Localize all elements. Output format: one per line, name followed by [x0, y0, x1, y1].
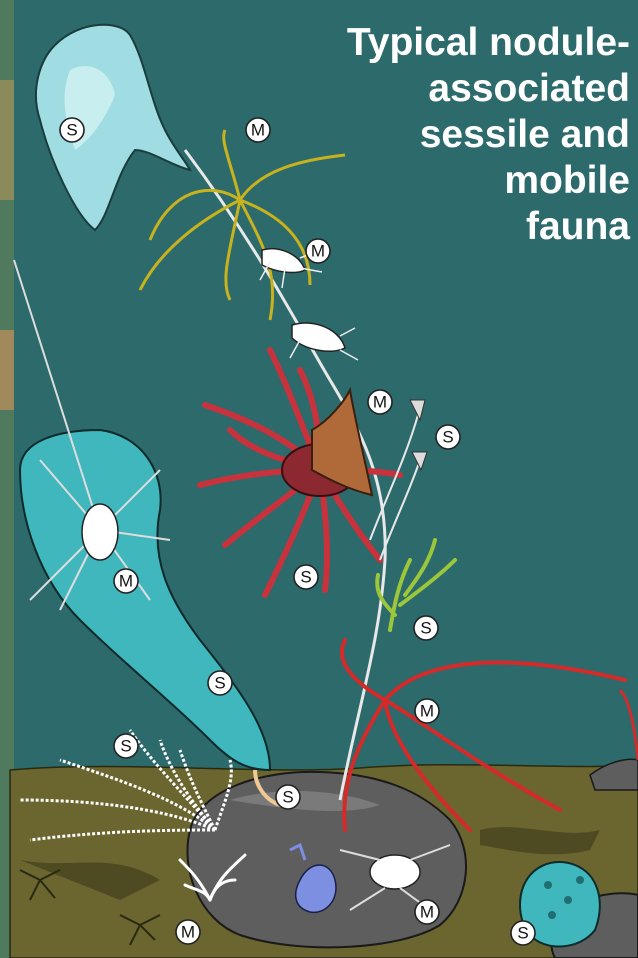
- marker-mobile: M: [176, 920, 200, 944]
- marker-mobile: M: [246, 118, 270, 142]
- title-line: associated: [310, 66, 630, 112]
- marker-mobile: M: [114, 569, 138, 593]
- marker-sessile: S: [511, 921, 535, 945]
- svg-text:S: S: [442, 428, 453, 447]
- marker-sessile: S: [294, 565, 318, 589]
- title-line: mobile: [310, 158, 630, 204]
- marker-sessile: S: [114, 734, 138, 758]
- svg-text:M: M: [251, 121, 265, 140]
- svg-text:M: M: [420, 903, 434, 922]
- svg-text:M: M: [181, 923, 195, 942]
- title-line: sessile and: [310, 112, 630, 158]
- svg-text:S: S: [66, 121, 77, 140]
- title-line: fauna: [310, 204, 630, 250]
- svg-text:M: M: [420, 702, 434, 721]
- svg-text:S: S: [300, 568, 311, 587]
- marker-mobile: M: [368, 390, 392, 414]
- svg-text:S: S: [120, 737, 131, 756]
- marker-sessile: S: [60, 118, 84, 142]
- svg-text:S: S: [214, 674, 225, 693]
- svg-text:S: S: [420, 619, 431, 638]
- marker-sessile: S: [208, 671, 232, 695]
- svg-text:S: S: [282, 788, 293, 807]
- svg-text:M: M: [373, 393, 387, 412]
- marker-mobile: M: [415, 900, 439, 924]
- title-line: Typical nodule-: [310, 20, 630, 66]
- svg-text:S: S: [517, 924, 528, 943]
- marker-sessile: S: [414, 616, 438, 640]
- svg-text:M: M: [119, 572, 133, 591]
- marker-mobile: M: [415, 699, 439, 723]
- figure-title: Typical nodule- associated sessile and m…: [310, 20, 630, 250]
- marker-sessile: S: [276, 785, 300, 809]
- marker-sessile: S: [436, 425, 460, 449]
